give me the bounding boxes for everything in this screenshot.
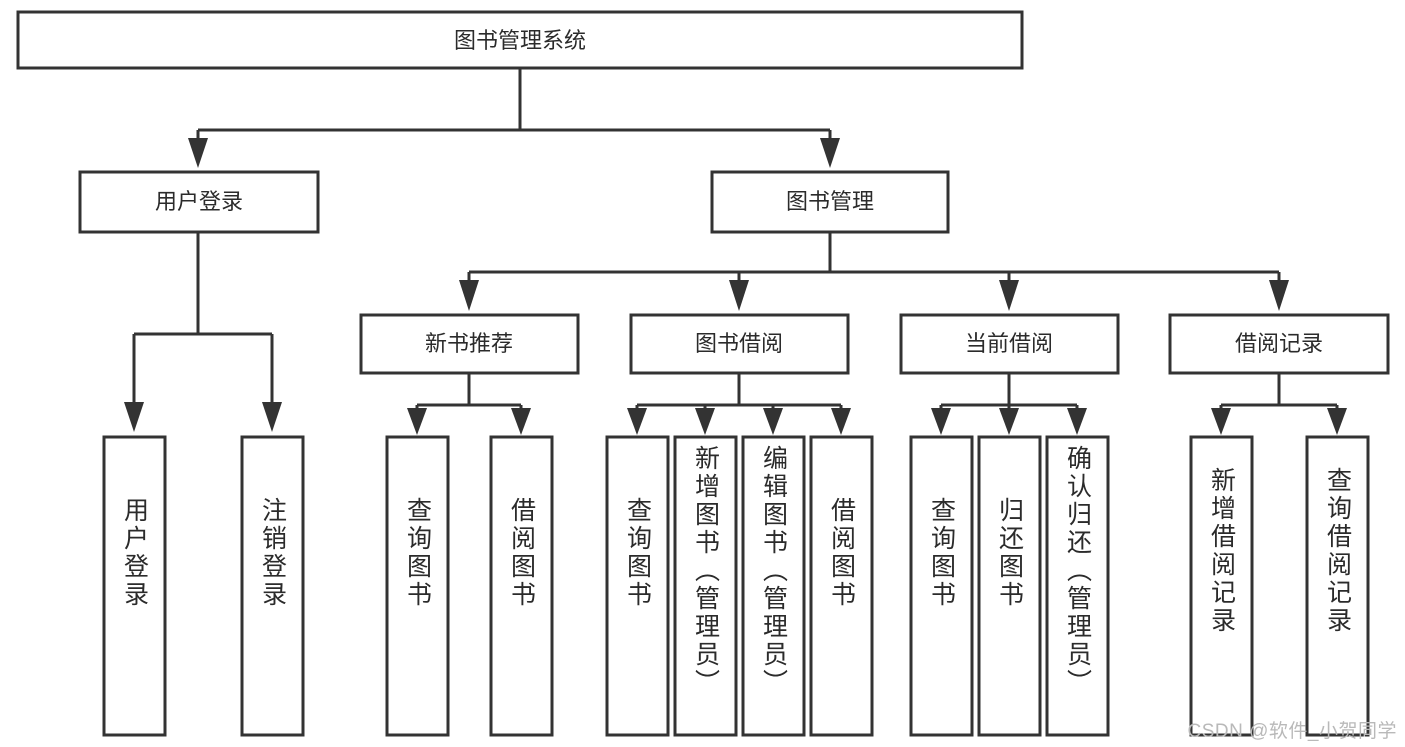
node-book-borrow-rect[interactable]	[629, 313, 850, 375]
node-leaf-add-record-rect[interactable]	[1189, 435, 1254, 737]
node-new-book-recommend-label: 新书推荐	[425, 331, 513, 356]
node-root[interactable]: 图书管理系统	[16, 10, 1024, 70]
arrowhead-leaf-confirm-return	[1067, 408, 1087, 435]
arrowhead-leaf-borrow-book-1	[511, 408, 531, 435]
connectors-borrow-record	[1211, 373, 1347, 435]
node-book-borrow-label: 图书借阅	[695, 331, 783, 356]
node-current-borrow-label: 当前借阅	[965, 331, 1053, 356]
node-leaf-query-record-rect[interactable]	[1305, 435, 1370, 737]
node-leaf-borrow-book-2-rect[interactable]	[809, 435, 874, 737]
node-leaf-logout-rect[interactable]	[240, 435, 305, 737]
connectors-current-borrow	[931, 373, 1087, 435]
connectors-book-borrow	[627, 373, 851, 435]
node-root-label: 图书管理系统	[454, 28, 586, 53]
node-leaf-borrow-book-1-rect[interactable]	[489, 435, 554, 737]
arrowhead-leaf-add-book	[695, 408, 715, 435]
arrowhead-leaf-user-login	[124, 402, 144, 432]
arrowhead-leaf-query-book-3	[931, 408, 951, 435]
node-user-login[interactable]: 用户登录	[78, 170, 320, 234]
csdn-watermark: CSDN @软件_小贺同学	[1187, 721, 1397, 742]
node-leaf-add-book-rect[interactable]	[673, 435, 738, 737]
arrowhead-leaf-edit-book	[763, 408, 783, 435]
arrowhead-leaf-query-record	[1327, 408, 1347, 435]
arrowhead-borrow-record	[1269, 280, 1289, 311]
node-leaf-edit-book-rect[interactable]	[741, 435, 806, 737]
node-borrow-record-rect[interactable]	[1168, 313, 1390, 375]
node-current-borrow[interactable]: 当前借阅	[899, 313, 1120, 375]
arrowhead-leaf-add-record	[1211, 408, 1231, 435]
node-leaf-return-book-rect[interactable]	[977, 435, 1042, 737]
node-book-manage-rect[interactable]	[710, 170, 950, 234]
node-borrow-record[interactable]: 借阅记录	[1168, 313, 1390, 375]
node-user-login-rect[interactable]	[78, 170, 320, 234]
node-current-borrow-rect[interactable]	[899, 313, 1120, 375]
node-leaf-query-book-2-rect[interactable]	[605, 435, 670, 737]
arrowhead-current-borrow	[999, 280, 1019, 311]
node-new-book-recommend-rect[interactable]	[359, 313, 580, 375]
node-book-manage-label: 图书管理	[786, 189, 874, 214]
node-leaf-query-book-3-rect[interactable]	[909, 435, 974, 737]
arrowhead-leaf-return-book	[999, 408, 1019, 435]
node-user-login-label: 用户登录	[155, 189, 243, 214]
node-leaf-user-login-rect[interactable]	[102, 435, 167, 737]
connectors-book-manage	[459, 232, 1289, 311]
connectors-new-book-recommend	[407, 373, 531, 435]
node-root-rect[interactable]	[16, 10, 1024, 70]
node-book-borrow[interactable]: 图书借阅	[629, 313, 850, 375]
arrowhead-leaf-query-book-1	[407, 408, 427, 435]
arrowhead-user-login	[188, 138, 208, 168]
arrowhead-leaf-query-book-2	[627, 408, 647, 435]
node-leaf-query-book-1-rect[interactable]	[385, 435, 450, 737]
connectors-user-login	[124, 232, 282, 432]
node-borrow-record-label: 借阅记录	[1235, 331, 1323, 356]
node-new-book-recommend[interactable]: 新书推荐	[359, 313, 580, 375]
arrowhead-book-borrow	[729, 280, 749, 311]
node-book-manage[interactable]: 图书管理	[710, 170, 950, 234]
arrowhead-book-manage	[820, 138, 840, 168]
connectors-root-level	[188, 68, 840, 168]
arrowhead-leaf-logout	[262, 402, 282, 432]
arrowhead-leaf-borrow-book-2	[831, 408, 851, 435]
node-leaf-confirm-return-rect[interactable]	[1045, 435, 1110, 737]
arrowhead-new-book-recommend	[459, 280, 479, 311]
